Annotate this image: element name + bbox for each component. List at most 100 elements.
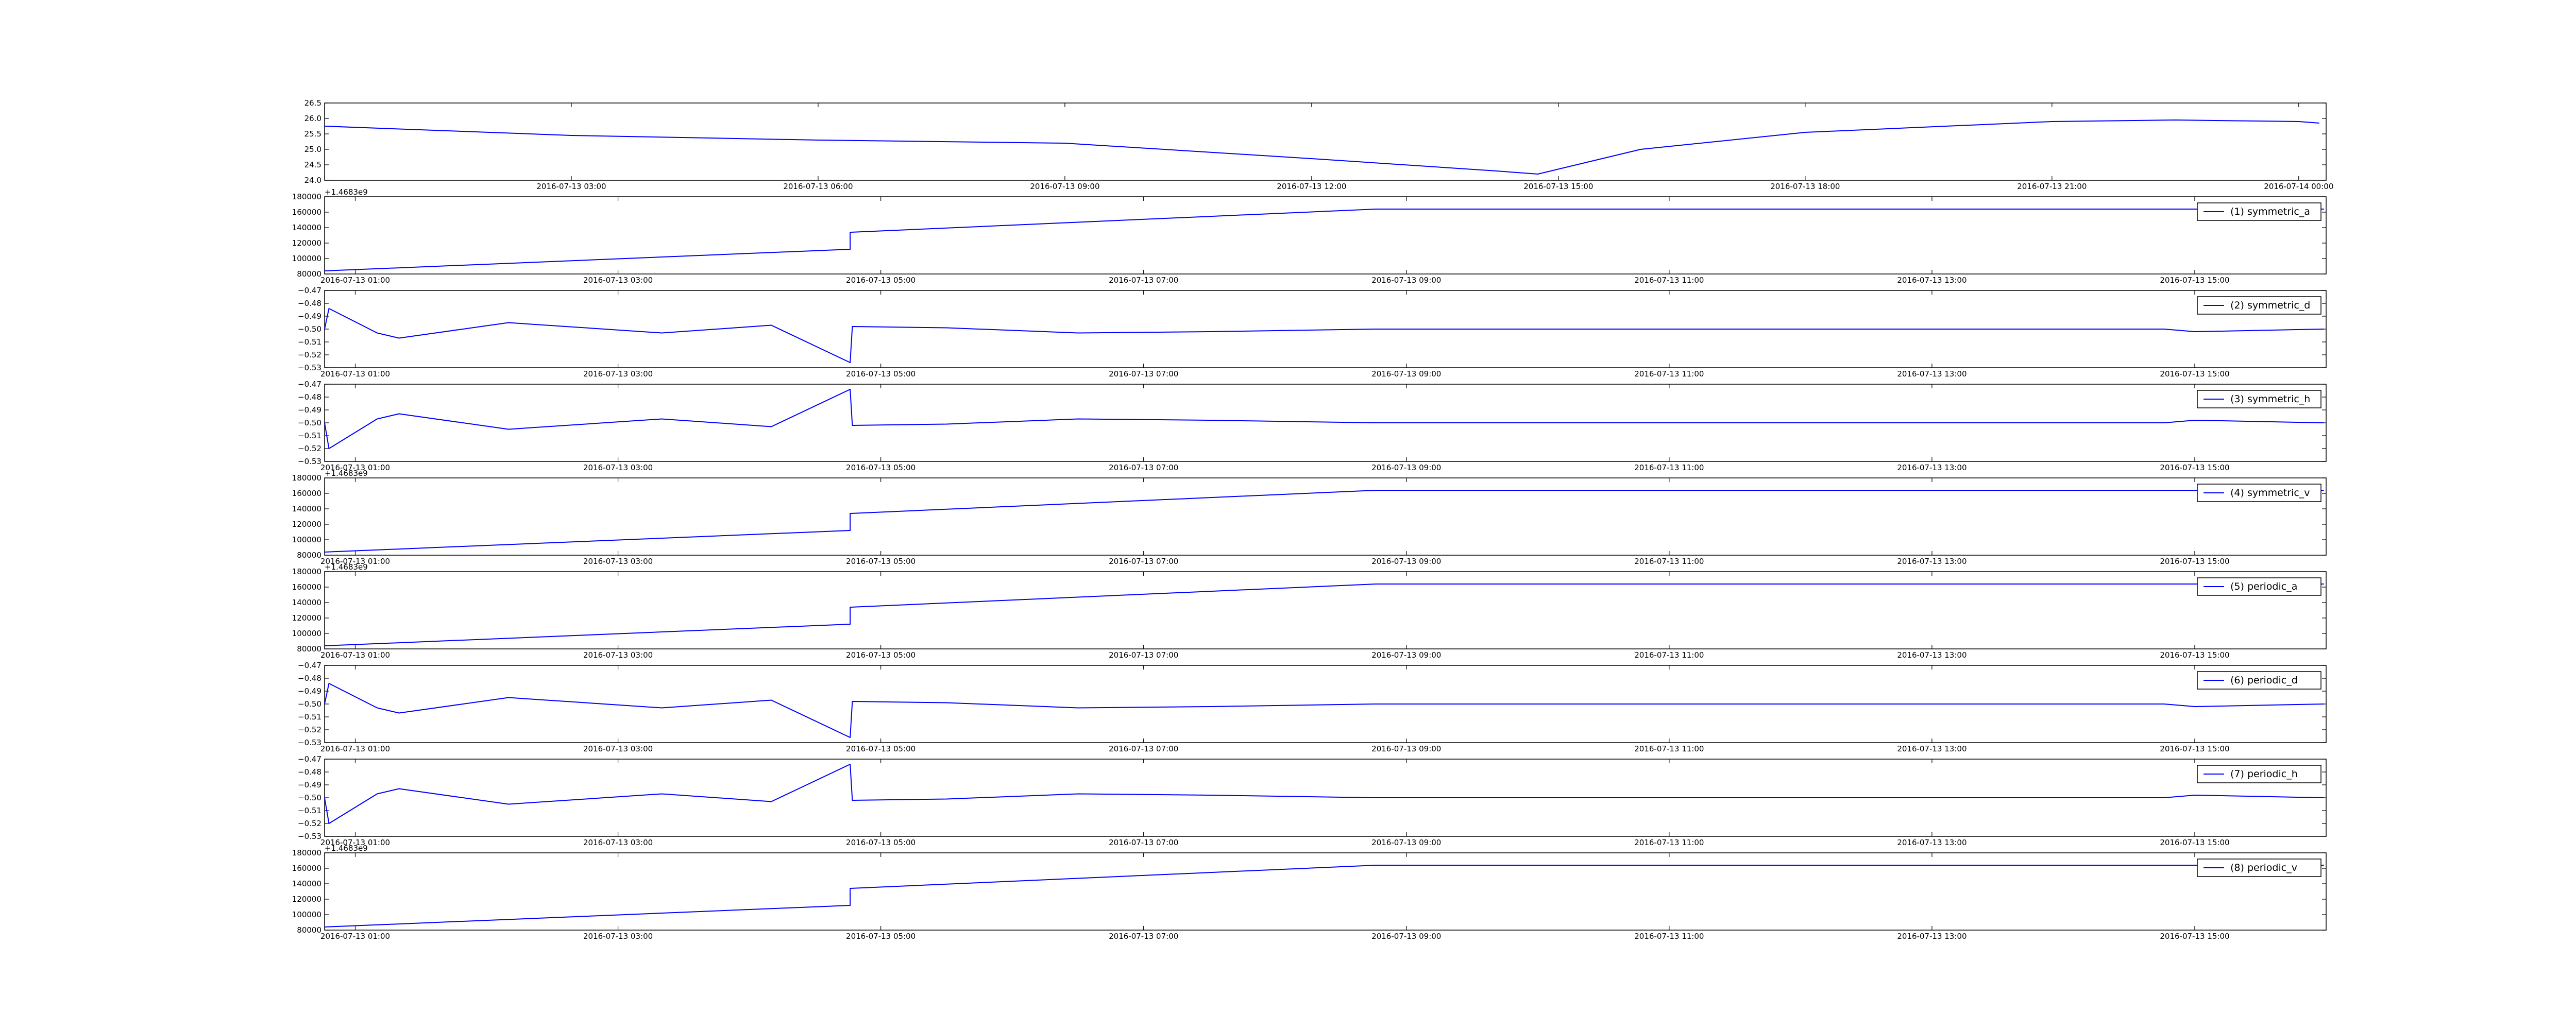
x-tick-label: 2016-07-13 11:00: [1634, 463, 1704, 472]
x-tick-label: 2016-07-13 13:00: [1897, 838, 1967, 847]
x-tick-label: 2016-07-13 03:00: [583, 369, 653, 379]
x-tick-label: 2016-07-13 07:00: [1109, 932, 1178, 941]
y-tick-label: 140000: [292, 504, 321, 513]
x-tick-label: 2016-07-13 15:00: [2160, 932, 2229, 941]
y-tick-label: 140000: [292, 223, 321, 232]
y-tick-label: 26.5: [304, 98, 321, 108]
subplot-6: 800001000001200001400001600001800002016-…: [292, 562, 2327, 660]
subplot-4: −0.53−0.52−0.51−0.50−0.49−0.48−0.472016-…: [298, 380, 2327, 472]
x-tick-label: 2016-07-13 15:00: [2160, 650, 2229, 660]
y-tick-label: −0.52: [298, 444, 321, 453]
x-tick-label: 2016-07-13 01:00: [320, 744, 390, 753]
x-tick-label: 2016-07-13 07:00: [1109, 557, 1178, 566]
legend-box: [2197, 671, 2321, 690]
x-tick-label: 2016-07-13 09:00: [1030, 182, 1099, 191]
y-tick-label: −0.47: [298, 380, 321, 389]
x-tick-label: 2016-07-13 15:00: [2160, 369, 2229, 379]
legend: (8) periodic_v: [2197, 859, 2321, 877]
y-tick-label: 80000: [297, 644, 321, 654]
y-tick-label: 160000: [292, 208, 321, 217]
x-tick-label: 2016-07-13 12:00: [1277, 182, 1346, 191]
y-tick-label: −0.51: [298, 712, 321, 722]
legend: (5) periodic_a: [2197, 577, 2321, 596]
legend-label: (8) periodic_v: [2230, 862, 2297, 873]
offset-label: +1.4683e9: [325, 844, 368, 853]
plot-area: [324, 477, 2327, 556]
x-tick-label: 2016-07-13 05:00: [846, 838, 916, 847]
x-tick-label: 2016-07-13 07:00: [1109, 463, 1178, 472]
y-tick-label: 140000: [292, 598, 321, 607]
y-tick-label: 160000: [292, 864, 321, 873]
x-tick-label: 2016-07-13 13:00: [1897, 463, 1967, 472]
x-tick-label: 2016-07-13 07:00: [1109, 744, 1178, 753]
x-tick-label: 2016-07-13 09:00: [1371, 463, 1441, 472]
series-line: [324, 308, 2324, 363]
x-tick-label: 2016-07-13 11:00: [1634, 557, 1704, 566]
plot-area: [324, 102, 2327, 181]
legend-label: (5) periodic_a: [2230, 581, 2297, 592]
y-tick-label: 180000: [292, 567, 321, 576]
x-tick-label: 2016-07-13 06:00: [783, 182, 853, 191]
y-tick-label: −0.53: [298, 457, 321, 466]
x-tick-label: 2016-07-13 11:00: [1634, 744, 1704, 753]
legend: (1) symmetric_a: [2197, 202, 2321, 221]
x-tick-label: 2016-07-13 11:00: [1634, 276, 1704, 285]
x-tick-label: 2016-07-13 09:00: [1371, 276, 1441, 285]
y-tick-label: 120000: [292, 895, 321, 904]
x-tick-label: 2016-07-13 01:00: [320, 276, 390, 285]
x-tick-label: 2016-07-13 15:00: [2160, 463, 2229, 472]
x-tick-label: 2016-07-13 13:00: [1897, 932, 1967, 941]
y-tick-label: 24.0: [304, 176, 321, 185]
subplot-3: −0.53−0.52−0.51−0.50−0.49−0.48−0.472016-…: [298, 286, 2327, 379]
x-tick-label: 2016-07-13 07:00: [1109, 650, 1178, 660]
legend-label: (7) periodic_h: [2230, 768, 2298, 780]
legend: (6) periodic_d: [2197, 671, 2321, 690]
x-tick-label: 2016-07-13 15:00: [2160, 838, 2229, 847]
x-tick-label: 2016-07-13 07:00: [1109, 369, 1178, 379]
x-tick-label: 2016-07-13 11:00: [1634, 369, 1704, 379]
x-tick-label: 2016-07-13 05:00: [846, 557, 916, 566]
y-tick-label: 180000: [292, 473, 321, 483]
x-tick-label: 2016-07-13 18:00: [1770, 182, 1840, 191]
x-tick-label: 2016-07-13 01:00: [320, 369, 390, 379]
x-tick-label: 2016-07-13 05:00: [846, 463, 916, 472]
x-tick-label: 2016-07-13 05:00: [846, 744, 916, 753]
y-tick-label: −0.49: [298, 312, 321, 321]
x-tick-label: 2016-07-13 15:00: [2160, 276, 2229, 285]
y-tick-label: −0.47: [298, 661, 321, 670]
y-tick-label: −0.49: [298, 780, 321, 789]
x-tick-label: 2016-07-13 01:00: [320, 650, 390, 660]
y-tick-label: 180000: [292, 848, 321, 857]
series-line: [324, 764, 2324, 824]
x-tick-label: 2016-07-13 09:00: [1371, 744, 1441, 753]
y-tick-label: −0.51: [298, 337, 321, 347]
y-tick-label: −0.49: [298, 686, 321, 696]
x-tick-label: 2016-07-13 01:00: [320, 557, 390, 566]
legend-box: [2197, 577, 2321, 596]
legend-label: (6) periodic_d: [2230, 675, 2298, 686]
y-tick-label: −0.53: [298, 832, 321, 841]
x-tick-label: 2016-07-13 13:00: [1897, 557, 1967, 566]
y-tick-label: −0.47: [298, 754, 321, 764]
y-tick-label: 80000: [297, 551, 321, 560]
y-tick-label: −0.50: [298, 699, 321, 709]
y-tick-label: 100000: [292, 629, 321, 638]
x-tick-label: 2016-07-13 11:00: [1634, 838, 1704, 847]
legend: (2) symmetric_d: [2197, 296, 2321, 315]
x-tick-label: 2016-07-13 15:00: [2160, 557, 2229, 566]
x-tick-label: 2016-07-13 03:00: [583, 838, 653, 847]
plot-area: [324, 852, 2327, 931]
y-tick-label: −0.48: [298, 767, 321, 777]
subplot-8: −0.53−0.52−0.51−0.50−0.49−0.48−0.472016-…: [298, 754, 2327, 847]
x-tick-label: 2016-07-13 15:00: [1523, 182, 1593, 191]
x-tick-label: 2016-07-13 03:00: [583, 463, 653, 472]
x-tick-label: 2016-07-13 09:00: [1371, 650, 1441, 660]
x-tick-label: 2016-07-13 05:00: [846, 276, 916, 285]
subplot-7: −0.53−0.52−0.51−0.50−0.49−0.48−0.472016-…: [298, 661, 2327, 753]
y-tick-label: −0.53: [298, 738, 321, 747]
offset-label: +1.4683e9: [325, 469, 368, 478]
y-tick-label: 120000: [292, 520, 321, 529]
y-tick-label: 25.0: [304, 145, 321, 154]
